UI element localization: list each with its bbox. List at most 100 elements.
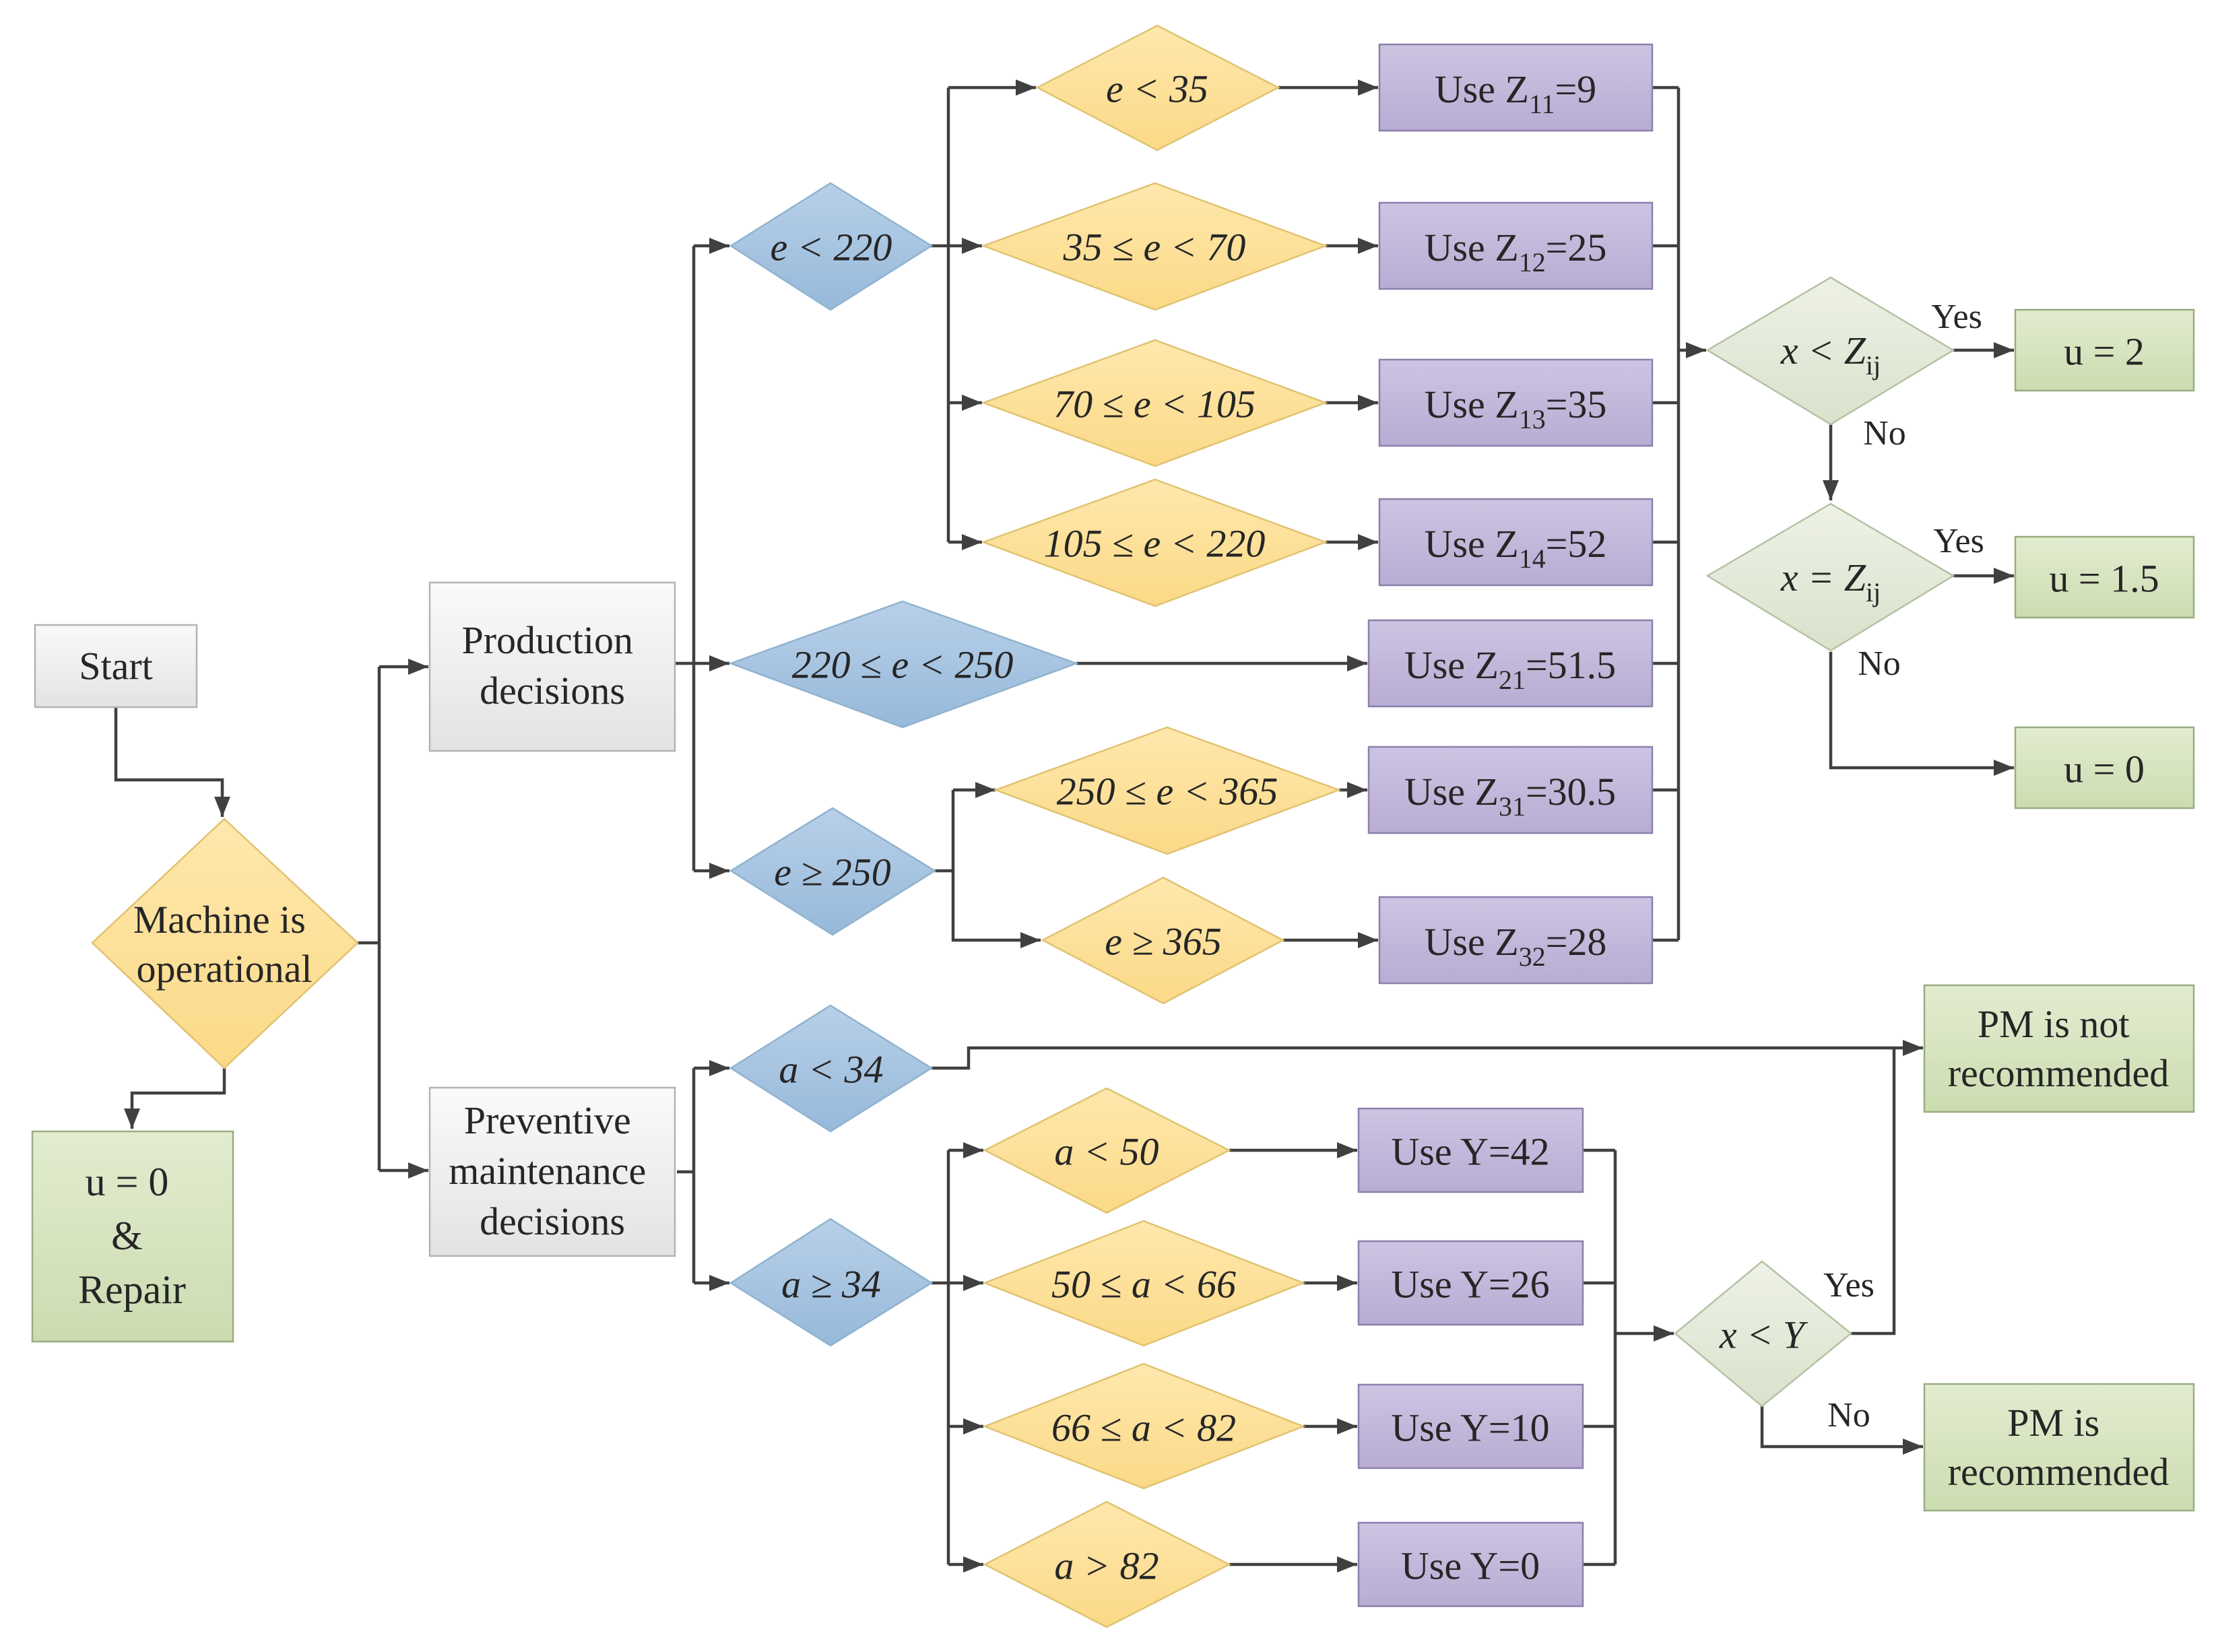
machine-operational-diamond: Machine is operational [91, 818, 359, 1069]
y0-label: Use Y=0 [1401, 1544, 1540, 1588]
a-66-82-label: 66 ≤ a < 82 [1051, 1406, 1236, 1450]
a-lt-50-diamond: a < 50 [983, 1087, 1231, 1214]
e-ge-250-diamond: e ≥ 250 [729, 807, 937, 936]
use-z12-node: Use Z12=25 [1378, 201, 1654, 290]
e-35-70-label: 35 ≤ e < 70 [1063, 226, 1246, 269]
pm-label-line2: maintenance [449, 1149, 646, 1193]
z32-value: =28 [1546, 920, 1607, 964]
u0-label: u = 0 [2064, 748, 2145, 791]
y26-label: Use Y=26 [1391, 1263, 1549, 1307]
svg-text:Use Z12=25: Use Z12=25 [1425, 226, 1607, 277]
e-220-250-diamond: 220 ≤ e < 250 [728, 600, 1079, 729]
pm-rec-line2: recommended [1948, 1450, 2170, 1494]
e-250-365-diamond: 250 ≤ e < 365 [993, 726, 1342, 855]
e-35-70-diamond: 35 ≤ e < 70 [981, 182, 1328, 311]
x-lt-y-label: x < Y [1719, 1313, 1808, 1357]
a-gt-82-diamond: a > 82 [983, 1500, 1231, 1628]
e-ge-250-label: e ≥ 250 [774, 851, 891, 894]
repair-node: u = 0 & Repair [31, 1130, 234, 1343]
e-lt-220-diamond: e < 220 [729, 182, 934, 311]
yes-label-x-lt-y: Yes [1823, 1266, 1875, 1304]
no-label-x-eq-zij: No [1858, 645, 1901, 683]
edge-machine-to-repair [124, 1068, 226, 1129]
x-eq-zij-diamond: x = Zij [1705, 502, 1955, 652]
repair-label-line1: u = 0 [86, 1160, 169, 1204]
edge-x-lt-y-yes [1851, 1048, 1896, 1335]
z13-sub: 13 [1519, 404, 1546, 434]
edge-to-e-ge-365 [951, 871, 1041, 948]
production-decisions-node: Production decisions [428, 581, 676, 752]
svg-text:u = 0 & Repair: u = 0 & Repair [78, 1160, 186, 1312]
production-label-line1: Production [461, 618, 633, 662]
e-ge-365-diamond: e ≥ 365 [1041, 876, 1285, 1005]
use-y10-node: Use Y=10 [1357, 1383, 1584, 1469]
start-label: Start [79, 645, 153, 688]
y10-label: Use Y=10 [1391, 1406, 1549, 1450]
e-ge-365-label: e ≥ 365 [1105, 920, 1222, 964]
x-eq-zij-sub: ij [1866, 577, 1881, 607]
e-105-220-label: 105 ≤ e < 220 [1044, 522, 1266, 566]
pm-recommended-node: PM is recommended [1923, 1383, 2195, 1512]
z12-value: =25 [1546, 226, 1607, 269]
z13-value: =35 [1546, 383, 1607, 426]
svg-text:Production decisions: Production decisions [461, 618, 643, 713]
svg-text:Use Z21=51.5: Use Z21=51.5 [1404, 643, 1616, 695]
svg-text:Use Z11=9: Use Z11=9 [1435, 67, 1596, 119]
use-z32-node: Use Z32=28 [1378, 896, 1654, 985]
edge-x-lt-y-no [1760, 1406, 1923, 1455]
pm-not-recommended-node: PM is not recommended [1923, 984, 2195, 1113]
a-66-82-diamond: 66 ≤ a < 82 [982, 1362, 1306, 1490]
z32-prefix: Use Z [1425, 920, 1519, 964]
a-lt-50-label: a < 50 [1054, 1130, 1159, 1174]
use-z21-node: Use Z21=51.5 [1367, 619, 1654, 708]
z21-value: =51.5 [1526, 643, 1616, 687]
x-lt-zij-left: x < Z [1780, 329, 1866, 372]
z31-prefix: Use Z [1404, 770, 1499, 814]
z31-sub: 31 [1499, 791, 1526, 822]
z32-sub: 32 [1519, 941, 1546, 972]
z12-sub: 12 [1519, 247, 1546, 277]
use-y26-node: Use Y=26 [1357, 1240, 1584, 1326]
e-70-105-label: 70 ≤ e < 105 [1053, 383, 1256, 426]
repair-label-line3: Repair [78, 1267, 186, 1312]
u2-node: u = 2 [2014, 308, 2195, 392]
yes-label-x-eq-zij: Yes [1933, 522, 1984, 560]
pm-rec-line1: PM is [2007, 1401, 2099, 1445]
e-220-250-label: 220 ≤ e < 250 [792, 643, 1014, 687]
z11-prefix: Use Z [1435, 67, 1529, 111]
svg-text:Use Z32=28: Use Z32=28 [1425, 920, 1607, 972]
edge-a-lt-34-to-pm-not [932, 1040, 1923, 1070]
z21-sub: 21 [1499, 665, 1526, 695]
no-label-x-lt-zij: No [1863, 414, 1906, 453]
z12-prefix: Use Z [1425, 226, 1519, 269]
e-105-220-diamond: 105 ≤ e < 220 [981, 478, 1328, 607]
a-gt-82-label: a > 82 [1054, 1544, 1159, 1588]
x-lt-zij-diamond: x < Zij [1705, 276, 1955, 426]
pm-not-line2: recommended [1948, 1051, 2170, 1095]
a-ge-34-label: a ≥ 34 [781, 1263, 881, 1307]
no-label-x-lt-y: No [1827, 1396, 1870, 1434]
use-z11-node: Use Z11=9 [1378, 43, 1654, 132]
pm-not-line1: PM is not [1978, 1002, 2130, 1046]
u2-label: u = 2 [2064, 330, 2145, 374]
connectors [114, 79, 2014, 1573]
x-lt-y-diamond: x < Y [1674, 1260, 1852, 1408]
repair-label-line2: & [111, 1214, 143, 1258]
u15-label: u = 1.5 [2049, 557, 2159, 601]
use-z13-node: Use Z13=35 [1378, 358, 1654, 447]
e-lt-220-label: e < 220 [771, 226, 892, 269]
pm-label-line3: decisions [480, 1199, 625, 1243]
x-lt-zij-sub: ij [1866, 350, 1881, 381]
a-50-66-label: 50 ≤ a < 66 [1051, 1263, 1236, 1307]
svg-text:PM is not recommended: PM is not recommended [1948, 1002, 2170, 1095]
z31-value: =30.5 [1526, 770, 1616, 814]
svg-text:x < Zij: x < Zij [1780, 329, 1881, 381]
pm-label-line1: Preventive [464, 1098, 631, 1142]
z21-prefix: Use Z [1404, 643, 1499, 687]
u0-node: u = 0 [2014, 726, 2195, 810]
production-label-line2: decisions [480, 669, 625, 713]
start-node: Start [34, 624, 198, 708]
edge-start-to-machine [114, 707, 230, 817]
svg-text:Preventive maintenance: Preventive maintenance decisions [449, 1098, 656, 1243]
